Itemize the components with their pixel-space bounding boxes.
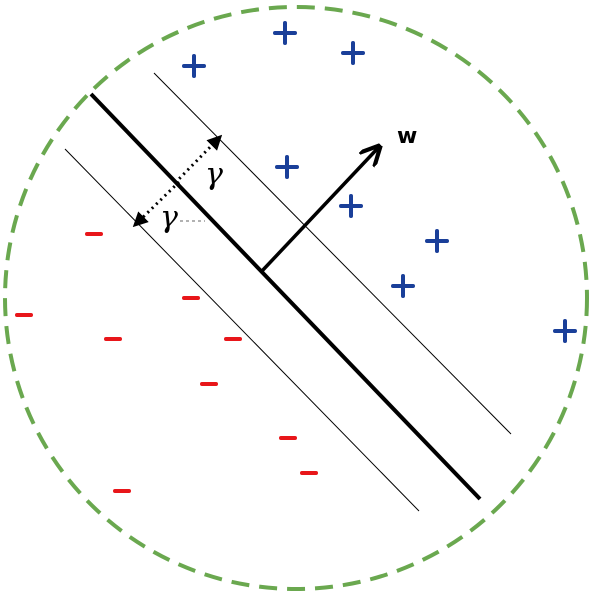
upper-margin-gamma-arrow xyxy=(173,134,223,185)
positive-point-plus xyxy=(275,155,299,179)
data-boundary-circle xyxy=(3,5,589,591)
positive-point-plus xyxy=(182,54,206,78)
lower-margin-gamma-label: γ xyxy=(160,200,178,235)
positive-point-plus xyxy=(391,274,415,298)
weight-vector-arrow xyxy=(260,148,378,273)
positive-point-plus xyxy=(339,194,363,218)
positive-points-group xyxy=(182,21,577,343)
weight-vector-label: w xyxy=(397,124,417,149)
positive-point-plus xyxy=(341,41,365,65)
upper-margin-line xyxy=(153,72,512,435)
lower-margin-gamma-arrow xyxy=(132,180,181,228)
positive-point-plus xyxy=(425,229,449,253)
lower-margin-line xyxy=(64,148,420,512)
negative-points-group xyxy=(15,232,318,493)
positive-point-plus xyxy=(553,319,577,343)
positive-point-plus xyxy=(273,21,297,45)
decision-boundary-line xyxy=(89,92,482,501)
upper-margin-gamma-label: γ xyxy=(205,157,223,192)
